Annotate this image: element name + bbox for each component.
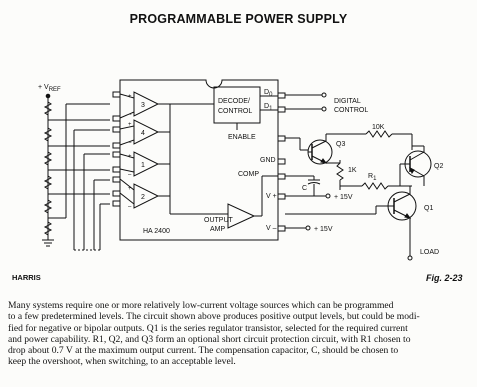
amp-output-bus: [158, 103, 228, 215]
svg-text:–: –: [128, 140, 132, 146]
amp-label-2: 2: [141, 194, 145, 201]
q3-label: Q3: [336, 141, 345, 148]
r-1k-label: 1K: [348, 167, 357, 174]
description-paragraph: Many systems require one or more relativ…: [8, 300, 472, 368]
digital-control-label-2: CONTROL: [334, 107, 368, 114]
r1-label: R1: [368, 173, 377, 182]
pin-vplus-label: V +: [266, 193, 277, 200]
r-10k: [365, 130, 393, 138]
svg-text:+: +: [128, 186, 132, 192]
decode-control-block: [213, 86, 261, 124]
right-pins: [277, 92, 286, 232]
decoder-label-2: CONTROL: [218, 108, 252, 115]
input-amplifiers: 3 4 1 2 + – + – + – + –: [128, 91, 160, 210]
left-pins: [112, 91, 121, 207]
digital-control-label-1: DIGITAL: [334, 98, 361, 105]
description-line: to a few predetermined levels. The circu…: [8, 311, 420, 323]
amp-1: [133, 151, 160, 177]
description-line: drop about 0.7 V at the maximum output c…: [8, 345, 399, 357]
amp-3: [133, 91, 160, 117]
r-1k: [336, 160, 344, 181]
figure-label: Fig. 2-23: [426, 273, 463, 283]
plus15-b-label: + 15V: [314, 226, 333, 233]
output-amp: [227, 203, 256, 229]
enable-label: ENABLE: [228, 134, 256, 141]
q2-label: Q2: [434, 163, 443, 170]
amp-2: [133, 183, 160, 209]
pin-vminus-label: V –: [266, 225, 277, 232]
amp-label-3: 3: [141, 102, 145, 109]
description-line: fied for negative or bipolar outputs. Q1…: [8, 322, 408, 334]
digital-control-lines: [285, 92, 327, 112]
svg-text:–: –: [128, 172, 132, 178]
svg-text:+: +: [128, 122, 132, 128]
pin-d0-label: D0: [264, 89, 273, 98]
description-line: Many systems require one or more relativ…: [8, 300, 394, 311]
resistor-ladder: [42, 101, 54, 247]
load-label: LOAD: [420, 249, 439, 256]
svg-text:–: –: [128, 112, 132, 118]
description-line: and power capability. R1, Q2, and Q3 for…: [8, 333, 411, 345]
amp-4: [133, 119, 160, 145]
description-line: keep the overshoot, when switching, to a…: [8, 356, 236, 368]
harris-label: HARRIS: [12, 273, 41, 282]
cap-c-label: C: [302, 185, 307, 192]
amp-input-wires: [119, 93, 135, 205]
page-title: PROGRAMMABLE POWER SUPPLY: [129, 12, 348, 26]
amp-label-4: 4: [141, 130, 145, 137]
output-amp-label-2: AMP: [210, 226, 226, 233]
schematic-diagram: + VREF: [12, 79, 463, 283]
r-10k-label: 10K: [372, 124, 385, 131]
vref-label: + VREF: [38, 84, 61, 93]
q1-label: Q1: [424, 205, 433, 212]
amp-label-1: 1: [141, 162, 145, 169]
ladder-taps: [48, 103, 110, 251]
r1: [361, 182, 389, 190]
pin-comp-label: COMP: [238, 171, 259, 178]
output-amp-label-1: OUTPUT: [204, 217, 234, 224]
plus15-a-label: + 15V: [334, 194, 353, 201]
svg-text:–: –: [128, 204, 132, 210]
pin-d1-label: D1: [264, 103, 273, 112]
decoder-label-1: DECODE/: [218, 98, 250, 105]
load-terminal: [407, 255, 413, 261]
ic-part-label: HA 2400: [143, 228, 170, 235]
pin-gnd-label: GND: [260, 157, 276, 164]
